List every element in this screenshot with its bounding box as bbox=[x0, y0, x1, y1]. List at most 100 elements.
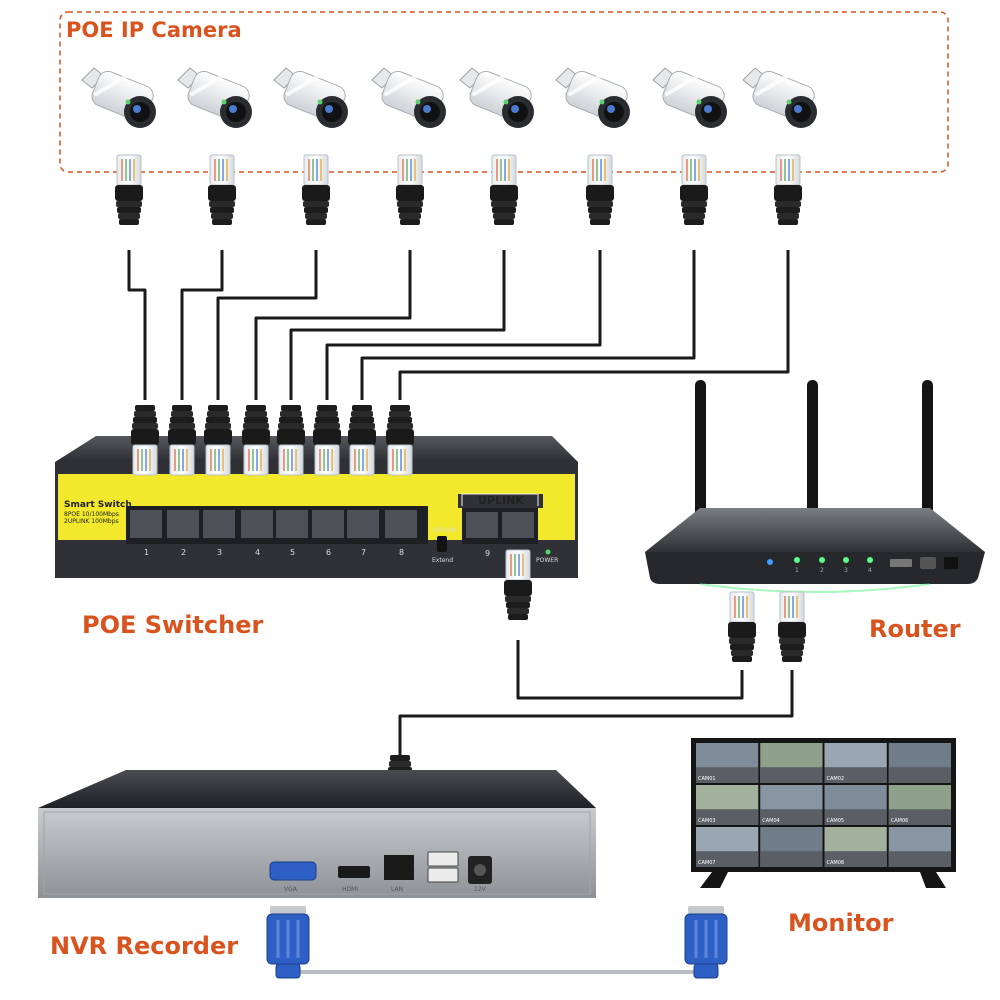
camera-group-label: POE IP Camera bbox=[66, 18, 242, 42]
monitor-stand-right bbox=[920, 872, 946, 888]
switch-port-1 bbox=[130, 510, 162, 538]
switch-extend-label: Extend bbox=[432, 557, 453, 564]
port-label-4: 4 bbox=[255, 548, 260, 557]
port-label-8: 8 bbox=[399, 548, 404, 557]
router-reset-port bbox=[944, 557, 958, 569]
router-wps-button bbox=[920, 557, 936, 569]
nvr-usb-port-1 bbox=[427, 851, 459, 867]
cable-camera-1 bbox=[127, 250, 147, 400]
router-led-3: 3 bbox=[844, 567, 848, 574]
port-label-3: 3 bbox=[217, 548, 222, 557]
router-usb-port bbox=[890, 559, 912, 567]
camera-8 bbox=[741, 66, 820, 130]
router-led-1: 1 bbox=[795, 567, 799, 574]
switch-port-3 bbox=[203, 510, 235, 538]
nvr-usb-port-2 bbox=[427, 867, 459, 883]
monitor-feed-label: CAM05 bbox=[827, 818, 845, 824]
camera-6 bbox=[554, 66, 633, 130]
cable-camera-7 bbox=[360, 250, 696, 400]
monitor-feed-label: CAM08 bbox=[827, 860, 845, 866]
power-label: POWER bbox=[536, 557, 558, 564]
cable-camera-6 bbox=[325, 250, 602, 400]
camera-5 bbox=[458, 66, 537, 130]
monitor-feed-label: CAM07 bbox=[698, 860, 716, 866]
switch-port-4 bbox=[241, 510, 273, 538]
poe-switch: Smart Switch 8POE 10/100Mbps 2UPLINK 100… bbox=[55, 436, 578, 578]
switch-toggle-label: OFF/ON bbox=[433, 527, 456, 534]
extend-toggle bbox=[437, 536, 447, 552]
switch-spec-2: 2UPLINK 100Mbps bbox=[64, 518, 119, 525]
monitor-feed-ground bbox=[696, 809, 759, 825]
router-top bbox=[645, 508, 985, 552]
monitor-feed-ground bbox=[888, 767, 951, 783]
monitor-feed-ground bbox=[760, 851, 823, 867]
router-led-4: 4 bbox=[868, 567, 872, 574]
monitor-feed-label: CAM06 bbox=[891, 818, 909, 824]
monitor-feed-ground bbox=[888, 809, 951, 825]
cable-vga bbox=[286, 950, 708, 974]
switch-port-2 bbox=[167, 510, 199, 538]
camera-3 bbox=[272, 66, 351, 130]
router-led-2: 2 bbox=[820, 567, 824, 574]
switch-port-6 bbox=[312, 510, 344, 538]
camera-group: POE IP Camera bbox=[59, 11, 949, 173]
monitor-feed-ground bbox=[824, 851, 887, 867]
cable-camera-3 bbox=[216, 250, 318, 400]
switch-caption: POE Switcher bbox=[82, 611, 263, 639]
camera-plugs bbox=[114, 154, 803, 226]
monitor-feed-label: CAM03 bbox=[698, 818, 716, 824]
router-leds: 1 2 3 4 bbox=[767, 557, 873, 574]
port-label-5: 5 bbox=[290, 548, 295, 557]
uplink-label: UPLINK bbox=[478, 494, 524, 507]
nvr-lan-port bbox=[384, 855, 414, 880]
monitor-caption: Monitor bbox=[788, 909, 894, 937]
monitor-feed-ground bbox=[696, 767, 759, 783]
antenna-right bbox=[922, 380, 933, 530]
cable-camera-8 bbox=[398, 250, 790, 400]
nvr-caption: NVR Recorder bbox=[50, 932, 238, 960]
monitor-feed-ground bbox=[760, 767, 823, 783]
monitor-feed-ground bbox=[696, 851, 759, 867]
nvr-port-vga: VGA bbox=[284, 886, 298, 893]
cable-camera-5 bbox=[289, 250, 506, 400]
cable-switch-router bbox=[516, 640, 744, 700]
antenna-middle bbox=[807, 380, 818, 525]
nvr-front bbox=[38, 808, 596, 898]
vga-plugs bbox=[265, 904, 729, 980]
uplink-port-10 bbox=[502, 512, 534, 538]
camera-7 bbox=[651, 66, 730, 130]
nvr-top bbox=[38, 770, 596, 808]
port-label-1: 1 bbox=[144, 548, 149, 557]
router: 1 2 3 4 bbox=[645, 380, 985, 593]
switch-port-8 bbox=[385, 510, 417, 538]
port-label-9: 9 bbox=[485, 549, 490, 558]
nvr-hdmi-port bbox=[338, 866, 370, 878]
port-label-6: 6 bbox=[326, 548, 331, 557]
monitor-feed-ground bbox=[824, 809, 887, 825]
switch-brand: Smart Switch bbox=[64, 500, 132, 510]
camera-1 bbox=[80, 66, 159, 130]
switch-port-7 bbox=[347, 510, 379, 538]
cable-camera-4 bbox=[254, 250, 412, 400]
monitor-feed-ground bbox=[824, 767, 887, 783]
nvr-port-hdmi: HDMI bbox=[342, 886, 358, 893]
nvr-port-lan: LAN bbox=[391, 886, 403, 893]
power-led bbox=[545, 549, 551, 555]
camera-cables bbox=[127, 250, 790, 400]
nvr-port-power: 12V bbox=[474, 886, 487, 893]
antenna-left bbox=[695, 380, 706, 530]
port-label-2: 2 bbox=[181, 548, 186, 557]
router-caption: Router bbox=[869, 615, 961, 643]
uplink-cables bbox=[398, 640, 794, 755]
cable-camera-2 bbox=[180, 250, 224, 400]
switch-port-5 bbox=[276, 510, 308, 538]
nvr-recorder: VGA HDMI LAN 12V bbox=[38, 770, 596, 898]
switch-spec-1: 8POE 10/100Mbps bbox=[64, 511, 119, 518]
nvr-vga-port bbox=[269, 861, 317, 881]
cable-router-nvr bbox=[398, 670, 794, 755]
monitor-stand-left bbox=[700, 872, 728, 888]
monitor-feed-label: CAM01 bbox=[698, 776, 716, 782]
